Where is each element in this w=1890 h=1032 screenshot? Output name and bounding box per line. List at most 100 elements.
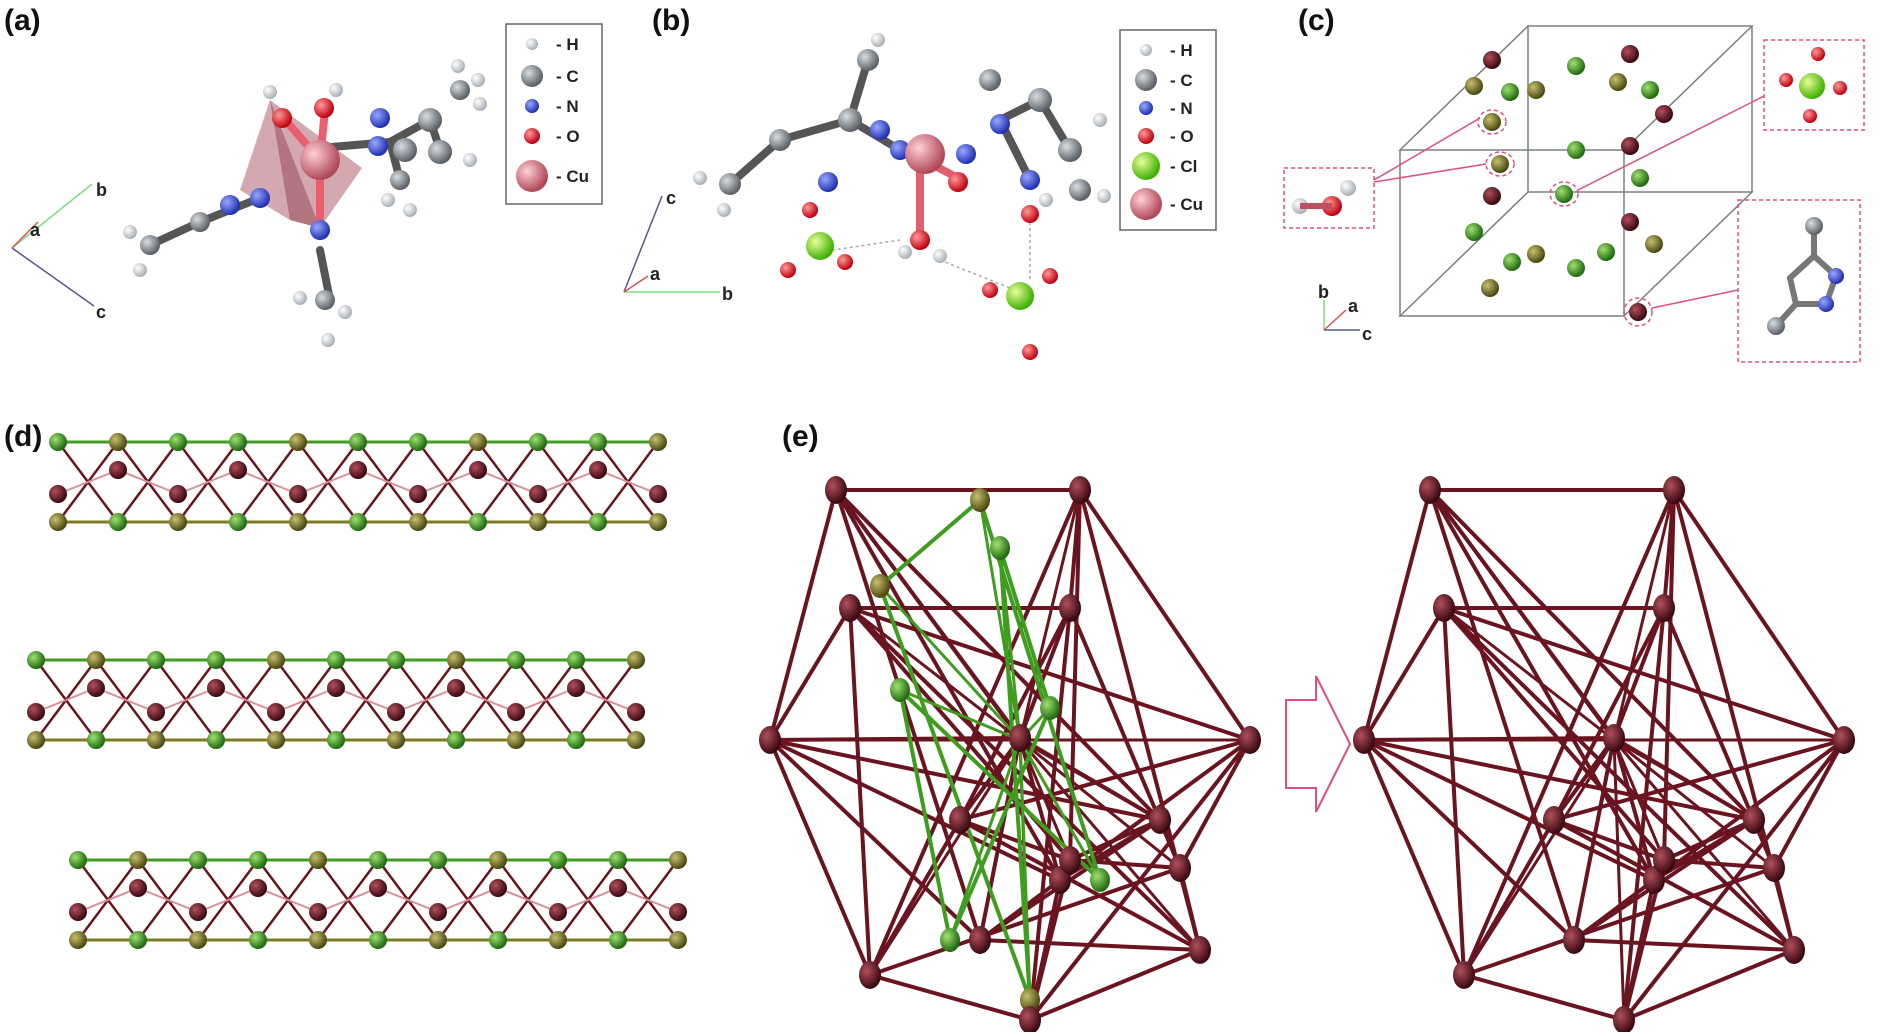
network-edge bbox=[1772, 867, 1796, 951]
panel-label-a: (a) bbox=[4, 4, 41, 37]
network-edge bbox=[1018, 739, 1202, 951]
panel-b-structure: c a b bbox=[623, 33, 1111, 360]
anion-node bbox=[469, 433, 487, 451]
anion-node bbox=[249, 851, 267, 869]
cation-node bbox=[507, 703, 525, 721]
network-edge bbox=[1362, 489, 1432, 741]
anion-node bbox=[447, 651, 465, 669]
network-edge bbox=[1018, 607, 1072, 741]
network-edge bbox=[1573, 938, 1795, 952]
anion-node bbox=[387, 731, 405, 749]
anion-node bbox=[940, 928, 960, 952]
legend-a-cu: - Cu bbox=[556, 167, 589, 186]
panel-d-chains bbox=[27, 433, 687, 949]
network-edge bbox=[1443, 606, 1845, 742]
network-edge bbox=[1552, 739, 1616, 821]
nitrogen-atom bbox=[220, 195, 240, 215]
legend-b-c: - C bbox=[1170, 71, 1193, 90]
cation-node bbox=[1353, 726, 1375, 754]
legend-carbon-icon bbox=[521, 65, 543, 87]
network-edge bbox=[1613, 738, 1775, 870]
panel-a-structure: b a c bbox=[11, 59, 487, 347]
cation-node bbox=[1149, 806, 1171, 834]
anion-node bbox=[309, 931, 327, 949]
cation-node bbox=[1419, 476, 1441, 504]
anion-node bbox=[109, 433, 127, 451]
anion-node bbox=[627, 651, 645, 669]
anion-node bbox=[189, 851, 207, 869]
cation-node bbox=[1059, 594, 1081, 622]
legend-copper-icon bbox=[516, 160, 548, 192]
anion-node bbox=[609, 931, 627, 949]
cation-node bbox=[327, 679, 345, 697]
cation-node bbox=[429, 903, 447, 921]
chain-row bbox=[49, 433, 667, 531]
cation-node bbox=[1783, 936, 1805, 964]
legend-a-n: - N bbox=[556, 97, 579, 116]
panel-label-d: (d) bbox=[4, 420, 42, 453]
legend-b-n: - N bbox=[1170, 99, 1193, 118]
anion-node bbox=[429, 931, 447, 949]
network-edge bbox=[1428, 489, 1576, 941]
anion-node bbox=[129, 851, 147, 869]
network-edge bbox=[1663, 818, 1755, 862]
network-edge bbox=[848, 607, 872, 976]
network-edge bbox=[1428, 489, 1616, 741]
cation-node bbox=[859, 961, 881, 989]
legend-oxygen-icon bbox=[524, 128, 540, 144]
cation-node bbox=[49, 485, 67, 503]
legend-b-cl: - Cl bbox=[1170, 157, 1197, 176]
network-edge bbox=[1612, 489, 1676, 741]
anion-node bbox=[87, 731, 105, 749]
anion-node bbox=[1040, 696, 1060, 720]
cation-node bbox=[1049, 866, 1071, 894]
anion-node bbox=[669, 931, 687, 949]
anion-node bbox=[369, 851, 387, 869]
cation-node bbox=[267, 703, 285, 721]
cation-node bbox=[627, 703, 645, 721]
anion-node bbox=[589, 513, 607, 531]
cation-node bbox=[69, 903, 87, 921]
anion-node bbox=[589, 433, 607, 451]
axis-label-a-c: a bbox=[1348, 296, 1359, 316]
anion-node bbox=[87, 651, 105, 669]
network-edge bbox=[1078, 488, 1252, 742]
network-edge bbox=[1613, 738, 1755, 822]
panel-label-b: (b) bbox=[652, 4, 690, 37]
network-edge bbox=[979, 938, 1201, 952]
anion-node bbox=[69, 931, 87, 949]
network-right bbox=[1353, 476, 1855, 1032]
anion-node bbox=[207, 651, 225, 669]
cation-node bbox=[229, 461, 247, 479]
network-edge bbox=[1553, 818, 1665, 862]
network-edge bbox=[1019, 738, 1181, 870]
cation-node bbox=[969, 926, 991, 954]
cation-node bbox=[1833, 726, 1855, 754]
cation-node bbox=[1763, 854, 1785, 882]
network-edge bbox=[1018, 489, 1082, 741]
network-edge bbox=[768, 489, 838, 741]
axis-label-c: c bbox=[96, 302, 106, 322]
anion-node bbox=[990, 536, 1010, 560]
anion-node bbox=[507, 731, 525, 749]
anion-node bbox=[409, 513, 427, 531]
legend-b-cu: - Cu bbox=[1170, 195, 1203, 214]
axis-label-c-b: c bbox=[666, 188, 676, 208]
anion-node bbox=[369, 931, 387, 949]
anion-node bbox=[267, 651, 285, 669]
anion-node bbox=[207, 731, 225, 749]
network-edge bbox=[1612, 607, 1666, 741]
cation-node bbox=[309, 903, 327, 921]
network-edge bbox=[869, 973, 1031, 1022]
anion-node bbox=[870, 574, 890, 598]
cation-node bbox=[549, 903, 567, 921]
cation-node bbox=[567, 679, 585, 697]
axis-label-b-c: b bbox=[1318, 282, 1329, 302]
cation-node bbox=[27, 703, 45, 721]
cation-node bbox=[669, 903, 687, 921]
network-edge bbox=[959, 818, 1071, 862]
anion-node bbox=[567, 731, 585, 749]
anion-node bbox=[1020, 988, 1040, 1012]
anion-node bbox=[289, 513, 307, 531]
anion-node bbox=[669, 851, 687, 869]
